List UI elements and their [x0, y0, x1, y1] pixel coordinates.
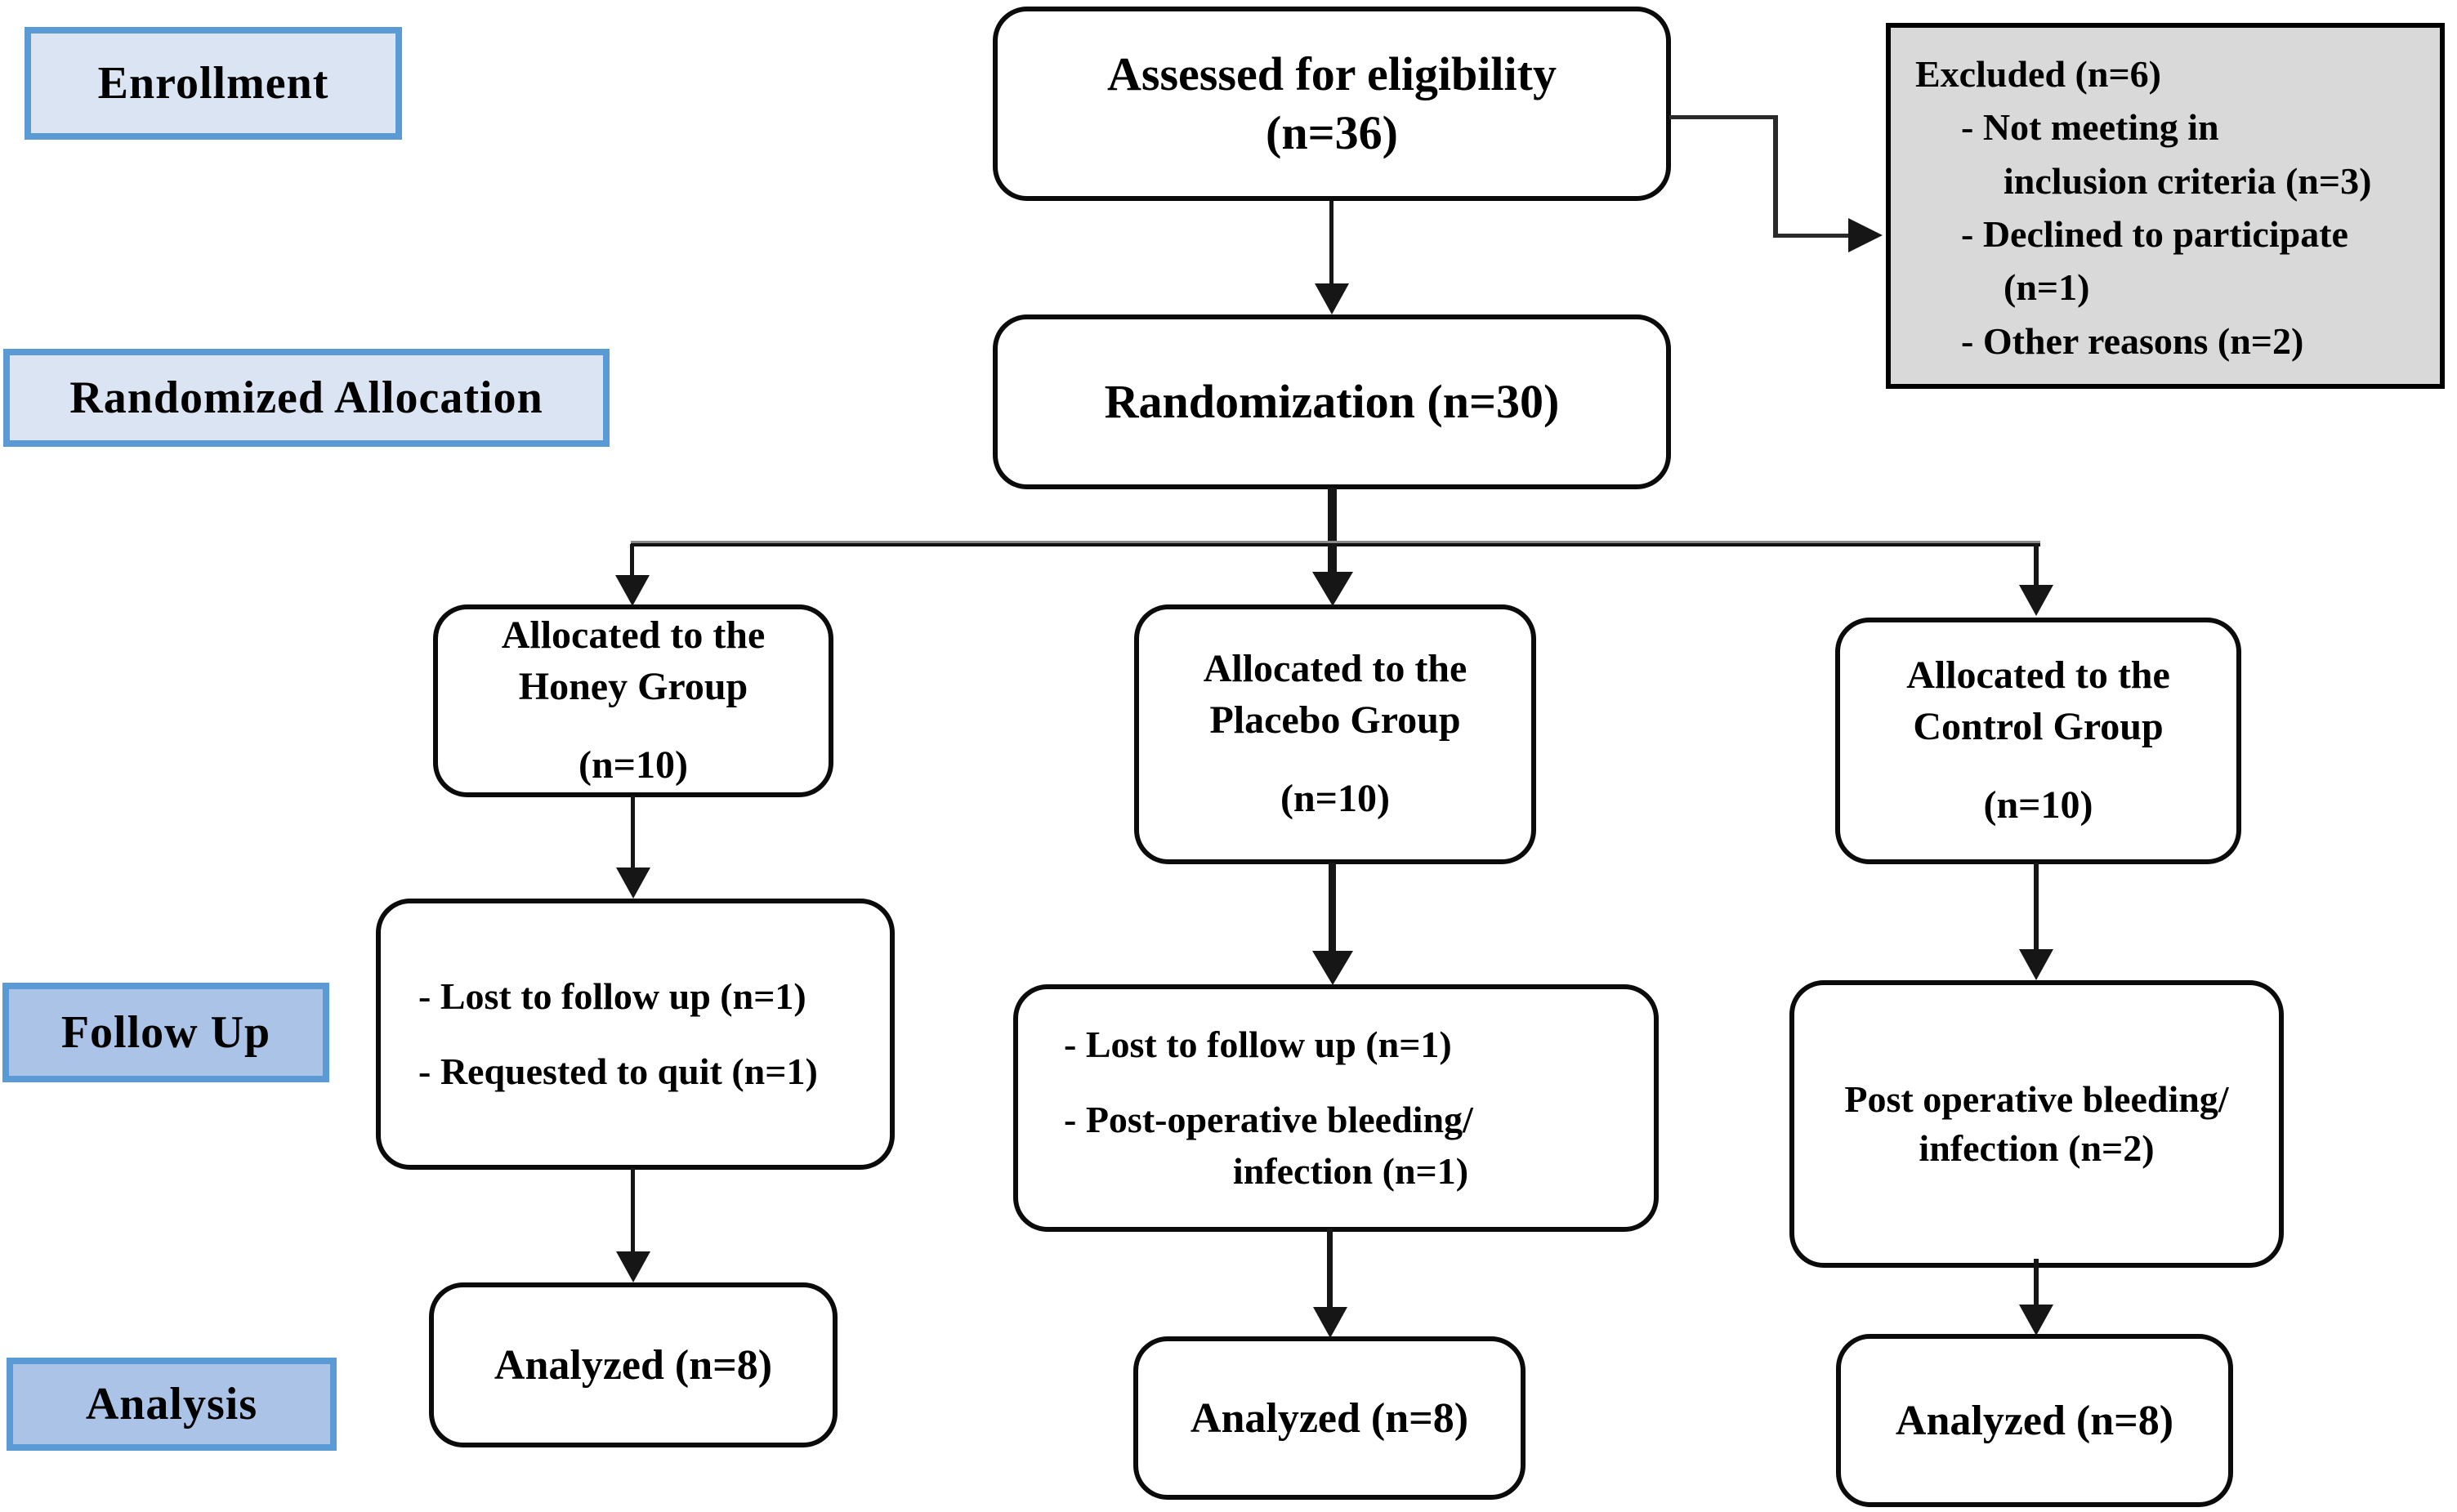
node-randomization: Randomization (n=30)	[993, 314, 1671, 489]
connector-excluded-vertical	[1773, 115, 1778, 238]
drop-placebo-stem-thick	[1328, 544, 1337, 575]
arrow-into-excluded-head	[1848, 218, 1883, 252]
fu-control-line1: Post operative bleeding/	[1844, 1078, 2229, 1121]
analyzed-control-text: Analyzed (n=8)	[1895, 1397, 2174, 1444]
stage-label-follow-up: Follow Up	[2, 983, 329, 1082]
drop-control-stem	[2034, 544, 2039, 587]
stage-label-follow-up-text: Follow Up	[60, 1007, 271, 1058]
arrow-fu-honey-to-analyzed-stem	[631, 1168, 635, 1253]
placebo-line3: (n=10)	[1280, 777, 1390, 821]
arrow-fu-placebo-to-analyzed-stem	[1327, 1229, 1333, 1309]
fu-control-line2: infection (n=2)	[1919, 1127, 2155, 1169]
stage-label-analysis: Analysis	[7, 1358, 337, 1451]
node-assessed-for-eligibility: Assessed for eligibility (n=36)	[993, 7, 1671, 201]
control-line2: Control Group	[1913, 704, 2164, 748]
connector-excluded-horizontal2	[1773, 234, 1852, 238]
excluded-item-1: - Not meeting in	[1961, 106, 2219, 149]
arrow-control-to-followup-head	[2019, 949, 2053, 980]
stage-label-randomized-allocation-text: Randomized Allocation	[69, 372, 543, 423]
randomization-branch-stem-thick	[1328, 488, 1337, 545]
analyzed-placebo-text: Analyzed (n=8)	[1190, 1394, 1469, 1442]
arrow-honey-to-followup-stem	[631, 796, 635, 869]
drop-honey-stem	[630, 544, 634, 578]
excluded-title: Excluded (n=6)	[1915, 53, 2161, 95]
control-line3: (n=10)	[1983, 783, 2093, 827]
arrow-fu-control-to-analyzed-head	[2019, 1305, 2053, 1336]
drop-honey-head	[615, 575, 650, 606]
drop-placebo-head	[1312, 572, 1353, 606]
node-allocated-control: Allocated to the Control Group (n=10)	[1835, 618, 2241, 864]
placebo-line2: Placebo Group	[1209, 698, 1461, 742]
stage-label-randomized-allocation: Randomized Allocation	[3, 349, 610, 447]
excluded-item-1-cont: inclusion criteria (n=3)	[2004, 159, 2372, 202]
arrow-fu-placebo-to-analyzed-head	[1313, 1307, 1347, 1338]
randomization-text: Randomization (n=30)	[1104, 374, 1560, 428]
fu-placebo-item-1: - Lost to follow up (n=1)	[1064, 1023, 1452, 1065]
honey-line1: Allocated to the	[501, 613, 766, 658]
node-followup-placebo: - Lost to follow up (n=1) - Post-operati…	[1013, 984, 1659, 1232]
node-analyzed-placebo: Analyzed (n=8)	[1133, 1336, 1526, 1500]
assessed-line2: (n=36)	[1266, 106, 1398, 159]
arrow-assessed-to-randomization-stem	[1329, 201, 1333, 285]
fu-placebo-item-2-cont: infection (n=1)	[1232, 1150, 1469, 1193]
honey-line2: Honey Group	[518, 664, 748, 708]
connector-excluded-horizontal1	[1669, 115, 1777, 119]
excluded-item-2: - Declined to participate	[1961, 212, 2348, 255]
stage-label-enrollment: Enrollment	[25, 27, 402, 140]
arrow-assessed-to-randomization-head	[1315, 283, 1349, 314]
stage-label-analysis-text: Analysis	[85, 1379, 258, 1429]
fu-honey-item-2: - Requested to quit (n=1)	[418, 1050, 818, 1092]
drop-control-head	[2019, 585, 2053, 616]
node-followup-honey: - Lost to follow up (n=1) - Requested to…	[376, 899, 895, 1170]
fu-placebo-item-2: - Post-operative bleeding/	[1064, 1098, 1473, 1140]
excluded-item-3: - Other reasons (n=2)	[1961, 319, 2304, 362]
arrow-fu-control-to-analyzed-stem	[2034, 1259, 2039, 1306]
analyzed-honey-text: Analyzed (n=8)	[494, 1341, 773, 1389]
node-followup-control: Post operative bleeding/ infection (n=2)	[1789, 980, 2284, 1268]
node-analyzed-honey: Analyzed (n=8)	[429, 1282, 838, 1447]
arrow-honey-to-followup-head	[616, 868, 650, 899]
placebo-line1: Allocated to the	[1203, 647, 1467, 691]
node-allocated-placebo: Allocated to the Placebo Group (n=10)	[1134, 604, 1536, 864]
arrow-fu-honey-to-analyzed-head	[616, 1251, 650, 1282]
stage-label-enrollment-text: Enrollment	[97, 58, 329, 109]
arrow-placebo-to-followup-stem	[1329, 863, 1336, 954]
arrow-control-to-followup-stem	[2034, 863, 2039, 951]
node-excluded: Excluded (n=6) - Not meeting in inclusio…	[1886, 23, 2445, 389]
node-allocated-honey: Allocated to the Honey Group (n=10)	[433, 604, 833, 797]
fu-honey-item-1: - Lost to follow up (n=1)	[418, 975, 806, 1018]
assessed-line1: Assessed for eligibility	[1107, 47, 1557, 100]
honey-line3: (n=10)	[578, 743, 688, 787]
branch-line	[631, 541, 2040, 546]
arrow-placebo-to-followup-head	[1312, 951, 1353, 985]
excluded-item-2-cont: (n=1)	[2004, 266, 2090, 309]
control-line1: Allocated to the	[1906, 653, 2170, 698]
node-analyzed-control: Analyzed (n=8)	[1836, 1334, 2233, 1507]
